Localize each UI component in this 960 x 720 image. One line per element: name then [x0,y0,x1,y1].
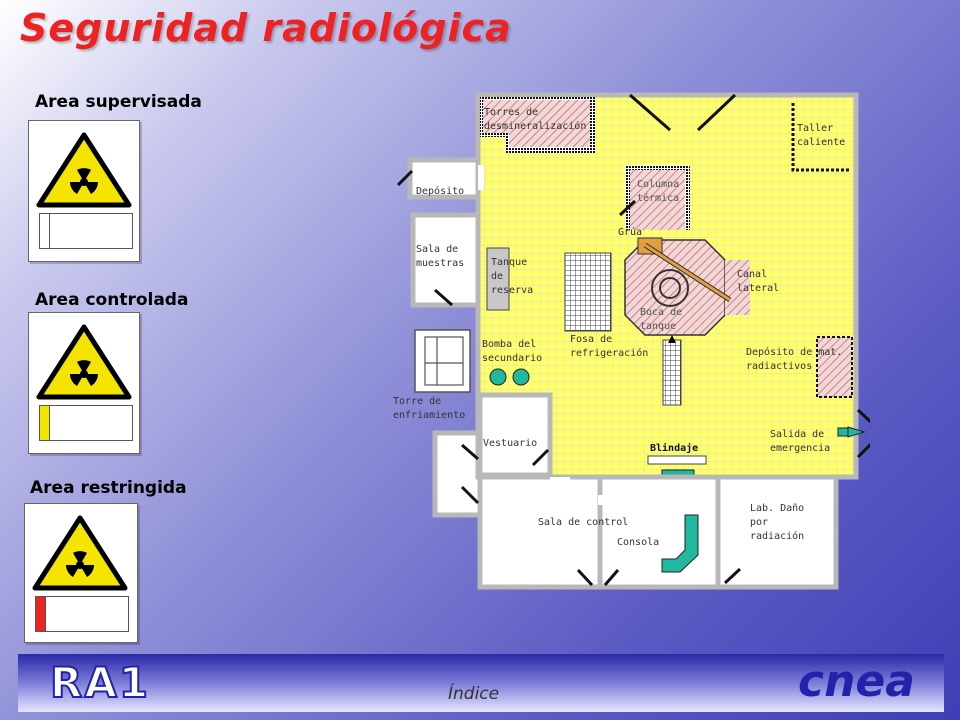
sign-label-box [39,405,133,441]
label-sala-control: Sala de control [538,517,629,528]
sign-label-box [39,213,133,249]
pump-icon [512,368,530,386]
label-grua: Grúa [618,227,643,238]
label-canal: Canal lateral [737,269,780,294]
zone-color-stripe [40,214,50,248]
door-swings [396,93,870,587]
room-left-small [432,430,483,518]
label-lab: Lab. Daño por radiación [750,503,805,542]
sign-restringida [24,503,138,643]
tank-reserva [486,247,510,311]
area-label-restringida: Area restringida [30,478,187,498]
zone-color-stripe [36,597,46,631]
label-deposito: Depósito [416,186,465,197]
area-label-controlada: Area controlada [35,290,189,310]
zone-color-stripe [40,406,50,440]
sign-controlada [28,312,140,454]
facility-floor-plan [396,92,870,590]
zone-canal [662,339,682,406]
label-columna: Columna térmica [637,179,680,204]
label-blindaje: Blindaje [650,443,699,454]
label-fosa: Fosa de refrigeración [570,334,649,359]
sign-label-box [35,596,129,632]
index-link[interactable]: Índice [448,684,500,704]
radiation-hazard-icon [32,515,128,591]
label-consola: Consola [617,537,660,548]
ra1-logo: RA1 [49,657,151,708]
radiation-hazard-icon [36,132,132,208]
area-label-supervisada: Area supervisada [35,92,202,112]
label-taller: Taller caliente [797,123,846,148]
pump-icon [489,368,507,386]
console-icon [661,514,699,573]
label-bomba: Bomba del secundario [482,339,543,364]
radiation-hazard-icon [36,324,132,400]
label-torre-enfriamiento: Torre de enfriamiento [393,396,466,421]
sign-supervisada [28,120,140,262]
reactor-core [624,239,726,336]
room-deposito [407,157,481,200]
zone-taller-caliente [791,103,850,172]
label-vestuario: Vestuario [483,438,538,449]
page-title: Seguridad radiológica [20,6,512,50]
label-salida: Salida de emergencia [770,429,831,454]
zone-deposito-radiactivos [816,336,853,398]
label-sala-muestras: Sala de muestras [416,244,465,269]
label-tanque: Tanque de reserva [491,257,534,296]
shield-blindaje [647,455,707,465]
label-torres: Torres de desmineralización [484,107,587,132]
cnea-logo: cnea [798,656,915,707]
room-lab-dano [715,474,839,590]
label-deposito-mat: Depósito de mat. radiactivos [746,347,843,372]
zone-fosa [564,252,612,332]
room-sala-control [477,474,603,590]
room-vestuario [477,392,553,478]
footer-bar [18,654,944,712]
label-boca: Boca de tanque [640,307,683,332]
